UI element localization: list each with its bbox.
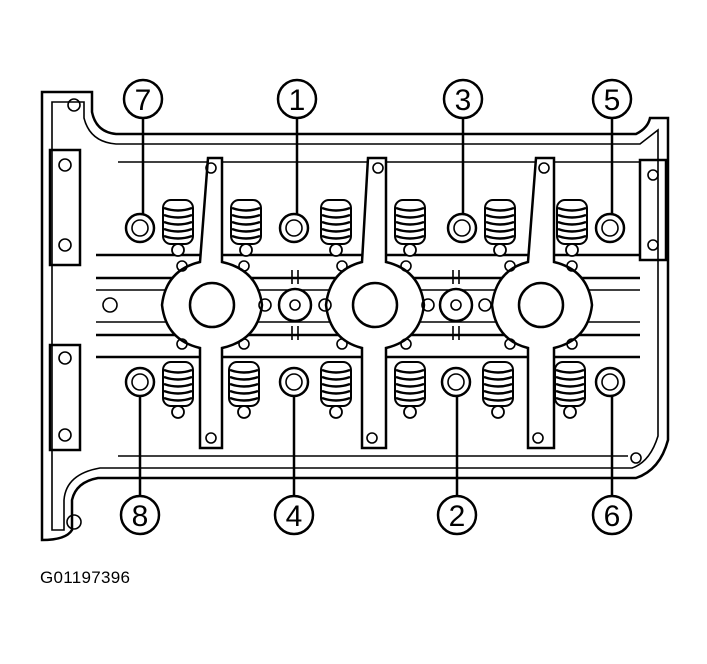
callout-2: 2: [436, 396, 478, 536]
callout-3: 3: [442, 78, 484, 214]
callout-1: 1: [276, 78, 318, 214]
callout-label: 7: [135, 84, 152, 117]
bearing-cap-left: [160, 156, 264, 450]
valve-spring: [320, 199, 352, 257]
callout-4: 4: [273, 396, 315, 536]
valve-spring: [556, 199, 588, 257]
bearing-cap-center: [324, 156, 426, 450]
callout-label: 1: [289, 84, 306, 117]
valve-spring: [320, 361, 352, 419]
callout-8: 8: [119, 396, 161, 536]
head-bolt-6: [594, 366, 626, 398]
valve-spring: [230, 199, 262, 257]
valve-spring: [162, 361, 194, 419]
callout-label: 8: [132, 500, 149, 533]
callout-label: 6: [604, 500, 621, 533]
head-bolts: [124, 212, 626, 398]
callout-5: 5: [591, 78, 633, 214]
callout-label: 5: [604, 84, 621, 117]
valve-spring: [482, 361, 514, 419]
valve-springs: [162, 199, 588, 419]
callout-label: 3: [455, 84, 472, 117]
head-bolt-3: [446, 212, 478, 244]
bearing-caps: [102, 156, 594, 450]
valve-spring: [394, 199, 426, 257]
valve-spring: [484, 199, 516, 257]
callout-label: 2: [449, 500, 466, 533]
callout-6: 6: [591, 396, 633, 536]
valve-spring: [554, 361, 586, 419]
figure-id-label: G01197396: [40, 568, 131, 587]
head-bolt-8: [124, 366, 156, 398]
valve-spring: [394, 361, 426, 419]
head-bolt-2: [440, 366, 472, 398]
bearing-cap-right: [490, 156, 594, 450]
head-bolt-1: [278, 212, 310, 244]
callout-7: 7: [122, 78, 164, 214]
valve-spring: [162, 199, 194, 257]
callout-label: 4: [286, 500, 303, 533]
journal-cap-1: [277, 270, 313, 340]
callouts: 7 1 3 5 8 4 2: [119, 78, 633, 536]
head-bolt-4: [278, 366, 310, 398]
journal-cap-2: [438, 270, 474, 340]
head-bolt-7: [124, 212, 156, 244]
valve-spring: [228, 361, 260, 419]
end-blocks: [48, 148, 668, 452]
head-bolt-5: [594, 212, 626, 244]
